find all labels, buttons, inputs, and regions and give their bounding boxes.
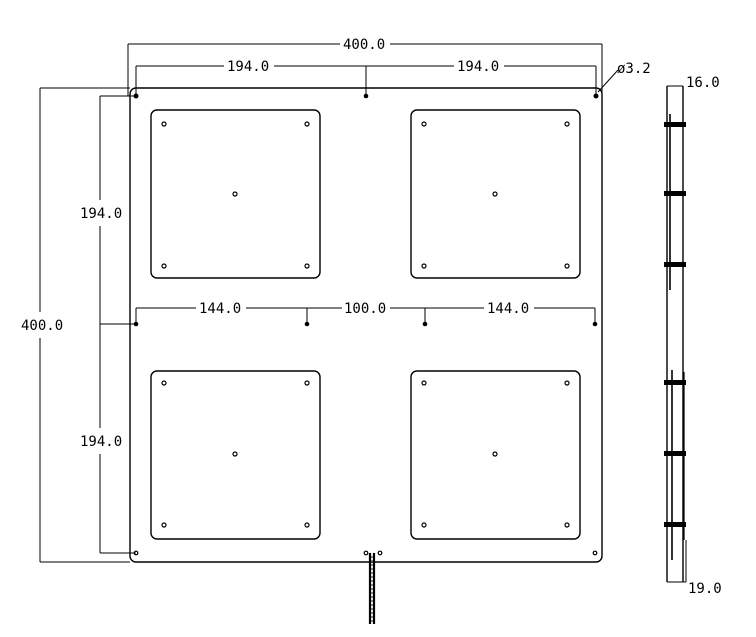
dim-hole-leader (597, 69, 619, 93)
dim-mid-center-label: 100.0 (344, 301, 386, 317)
dim-left-spans (99, 95, 136, 554)
pad-bottom-right (410, 370, 581, 540)
dim-mid-right-label: 144.0 (487, 301, 529, 317)
dim-left-lower-label: 194.0 (80, 434, 122, 450)
side-view (664, 85, 687, 583)
plate-mount-holes (133, 93, 599, 556)
cable (368, 553, 376, 624)
dim-top-left-label: 194.0 (227, 59, 269, 75)
pad-top-left (150, 109, 321, 279)
dim-side-bottom-label: 19.0 (688, 581, 722, 597)
dim-top-right-label: 194.0 (457, 59, 499, 75)
dim-mid-spans (135, 307, 596, 324)
dim-overall-height-label: 400.0 (21, 318, 63, 334)
plate-outline (129, 87, 603, 563)
dim-mid-left-label: 144.0 (199, 301, 241, 317)
dim-hole-diameter-label: ø3.2 (617, 61, 651, 77)
dim-top-spans (135, 65, 597, 96)
dim-side-top-label: 16.0 (686, 75, 720, 91)
pad-top-right (410, 109, 581, 279)
pad-bottom-left (150, 370, 321, 540)
dim-left-upper-label: 194.0 (80, 206, 122, 222)
dim-overall-height (39, 87, 130, 563)
dim-overall-width-label: 400.0 (343, 37, 385, 53)
